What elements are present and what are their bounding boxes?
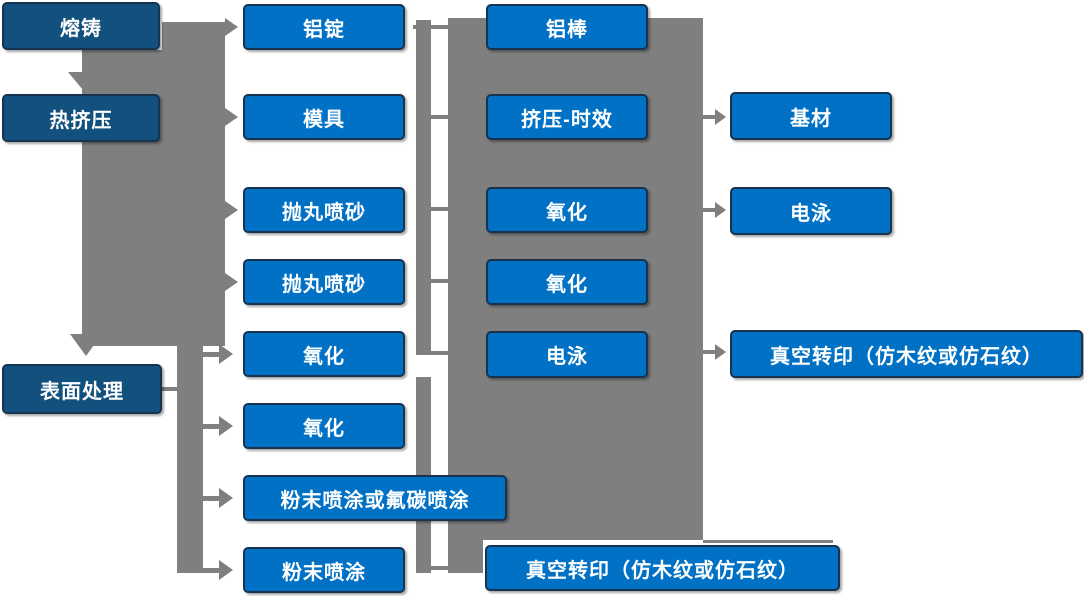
node-oxidation-b: 氧化 [243,403,405,449]
connector-stub-oxidation-a [203,352,219,357]
arrow-right-to-ingot-icon [225,18,238,36]
connector-bar-middle-upper [416,20,431,355]
node-oxidation-c: 氧化 [486,187,648,233]
connector-link-row4 [431,279,448,283]
node-electrophoresis-b: 电泳 [730,187,892,235]
node-extrusion-aging: 挤压-时效 [486,94,648,140]
connector-arm-top [162,22,225,52]
node-vacuum-transfer-print-right: 真空转印（仿木纹或仿石纹） [730,330,1083,378]
arrow-down-to-surface-treatment-icon [70,334,102,356]
connector-stub-base-material [703,115,715,119]
connector-thin-line-bottom-right [703,540,833,543]
arrow-down-to-hot-extrusion-icon [68,72,98,90]
node-electrophoresis-a: 电泳 [486,331,648,378]
node-melt-casting: 熔铸 [2,2,160,50]
arrow-right-to-mold-icon [225,108,238,126]
node-base-material: 基材 [730,92,892,140]
node-mold: 模具 [243,94,405,140]
arrow-right-to-oxidation-a-icon [219,344,233,364]
node-aluminum-ingot: 铝锭 [243,4,405,50]
node-surface-treatment: 表面处理 [2,364,162,414]
connector-stub-powder-fluoro [203,496,219,501]
connector-surface-treatment-link [162,387,177,391]
arrow-right-to-powder-icon [219,560,233,580]
arrow-right-to-base-material-icon [715,109,726,125]
connector-stub-electrophoresis [703,208,715,212]
node-vacuum-transfer-print-bottom: 真空转印（仿木纹或仿石纹） [485,545,840,591]
connector-link-row5 [431,351,448,355]
node-aluminum-rod: 铝棒 [486,4,648,50]
node-hot-extrusion: 热挤压 [2,94,160,142]
connector-stub-oxidation-b [203,424,219,429]
connector-link-row2 [431,115,448,119]
node-oxidation-d: 氧化 [486,259,648,305]
connector-link-row8 [431,566,448,570]
arrow-right-to-shot-blast-2-icon [225,273,238,291]
arrow-right-to-powder-fluoro-icon [219,488,233,508]
connector-stub-powder [203,568,219,573]
connector-link-row3 [431,207,448,211]
node-powder-or-fluorocarbon-coating: 粉末喷涂或氟碳喷涂 [243,475,507,521]
node-shot-blast-sand-2: 抛丸喷砂 [243,259,405,305]
node-powder-coating: 粉末喷涂 [243,547,405,593]
arrow-right-to-oxidation-b-icon [219,416,233,436]
node-shot-blast-sand-1: 抛丸喷砂 [243,187,405,233]
connector-link-row1 [413,25,448,29]
arrow-right-to-vacuum-transfer-icon [715,344,726,360]
node-oxidation-a: 氧化 [243,331,405,377]
connector-channel-left [177,346,203,573]
arrow-right-to-electrophoresis-icon [715,202,726,218]
connector-stub-vacuum-transfer [703,350,715,354]
connector-panel-lower-extension [448,540,483,573]
arrow-right-to-shot-blast-1-icon [225,201,238,219]
